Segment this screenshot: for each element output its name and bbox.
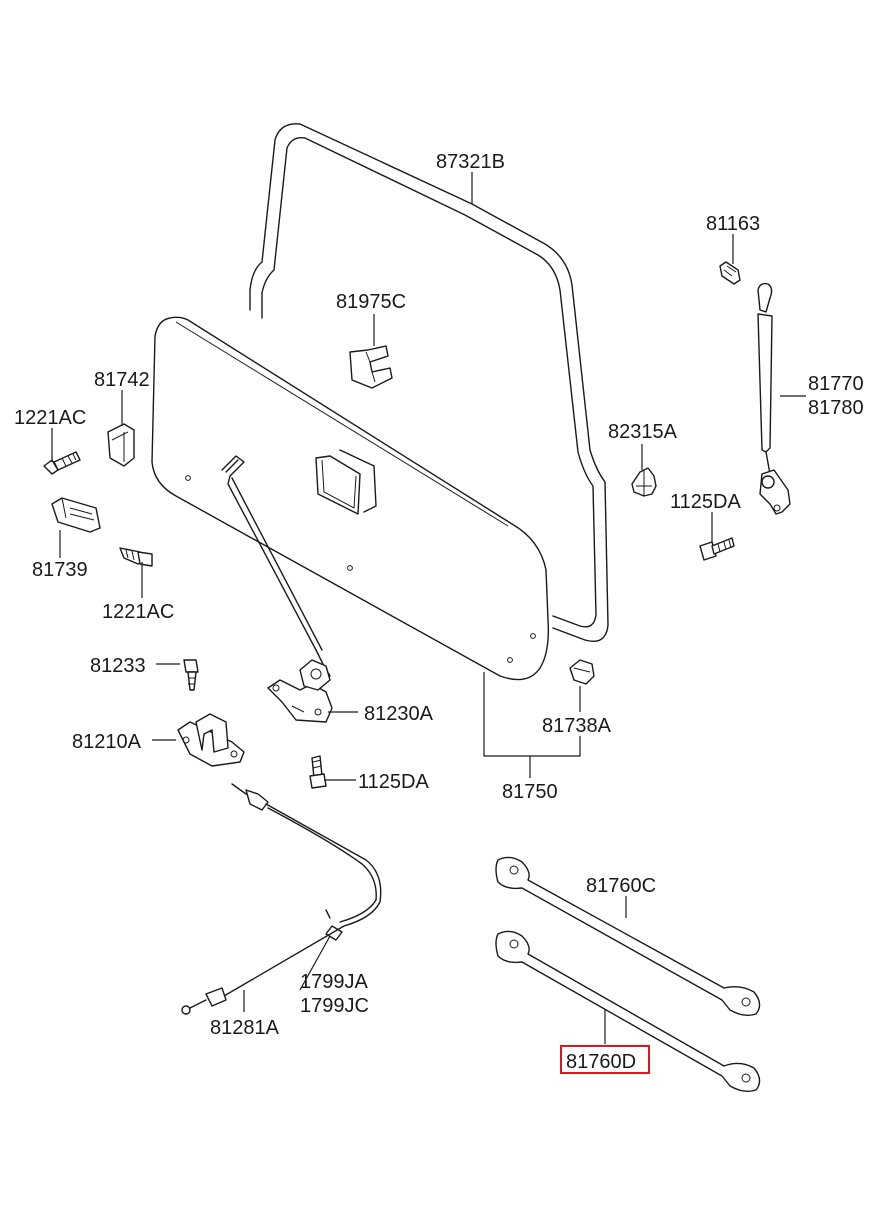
label-81163[interactable]: 81163: [706, 213, 760, 235]
label-81770[interactable]: 81770: [808, 373, 864, 395]
support-rod-d[interactable]: [495, 930, 761, 1093]
label-1221AC-upper[interactable]: 1221AC: [14, 407, 86, 429]
highlight-box-81760D: [560, 1045, 650, 1074]
label-81233[interactable]: 81233: [90, 655, 146, 677]
label-81760C[interactable]: 81760C: [586, 875, 656, 897]
release-rod[interactable]: [221, 455, 331, 677]
label-81750[interactable]: 81750: [502, 781, 558, 803]
grommet[interactable]: [631, 467, 657, 497]
label-81975C[interactable]: 81975C: [336, 291, 406, 313]
support-rod-c[interactable]: [495, 856, 761, 1017]
label-1221AC-lower[interactable]: 1221AC: [102, 601, 174, 623]
latch[interactable]: [267, 659, 333, 723]
label-1125DA-lower[interactable]: 1125DA: [358, 771, 429, 793]
label-81739[interactable]: 81739: [32, 559, 88, 581]
label-1799JA[interactable]: 1799JA: [300, 971, 368, 993]
bolt-1125DA-lower[interactable]: [309, 755, 327, 789]
screw-1221AC-lower[interactable]: [119, 547, 153, 567]
label-81780[interactable]: 81780: [808, 397, 864, 419]
label-81738A[interactable]: 81738A: [542, 715, 612, 737]
label-1125DA-upper[interactable]: 1125DA: [670, 491, 741, 513]
part-labels: 87321B 81163 81975C 81742 1221AC 81770 8…: [14, 151, 864, 1074]
label-81210A[interactable]: 81210A: [72, 731, 142, 753]
striker[interactable]: [177, 713, 245, 767]
weatherstrip-frame[interactable]: [249, 123, 609, 643]
bolt-81233[interactable]: [183, 659, 199, 691]
leader-lines: [51, 172, 806, 1044]
label-82315A[interactable]: 82315A: [608, 421, 678, 443]
label-1799JC[interactable]: 1799JC: [300, 995, 369, 1017]
label-87321B[interactable]: 87321B: [436, 151, 505, 173]
bumper[interactable]: [569, 659, 595, 685]
label-81760D[interactable]: 81760D: [566, 1051, 636, 1073]
label-81742[interactable]: 81742: [94, 369, 150, 391]
screw-1221AC-upper[interactable]: [43, 451, 81, 475]
label-81281A[interactable]: 81281A: [210, 1017, 280, 1039]
bolt-1125DA-upper[interactable]: [699, 537, 735, 561]
gas-strut[interactable]: [757, 282, 791, 515]
ball-stud[interactable]: [719, 261, 741, 285]
trim-panel[interactable]: [151, 316, 550, 681]
stopper[interactable]: [107, 423, 135, 467]
bracket[interactable]: [51, 497, 101, 533]
clip-part[interactable]: [349, 345, 393, 389]
label-81230A[interactable]: 81230A: [364, 703, 434, 725]
release-cable[interactable]: [181, 783, 382, 1015]
